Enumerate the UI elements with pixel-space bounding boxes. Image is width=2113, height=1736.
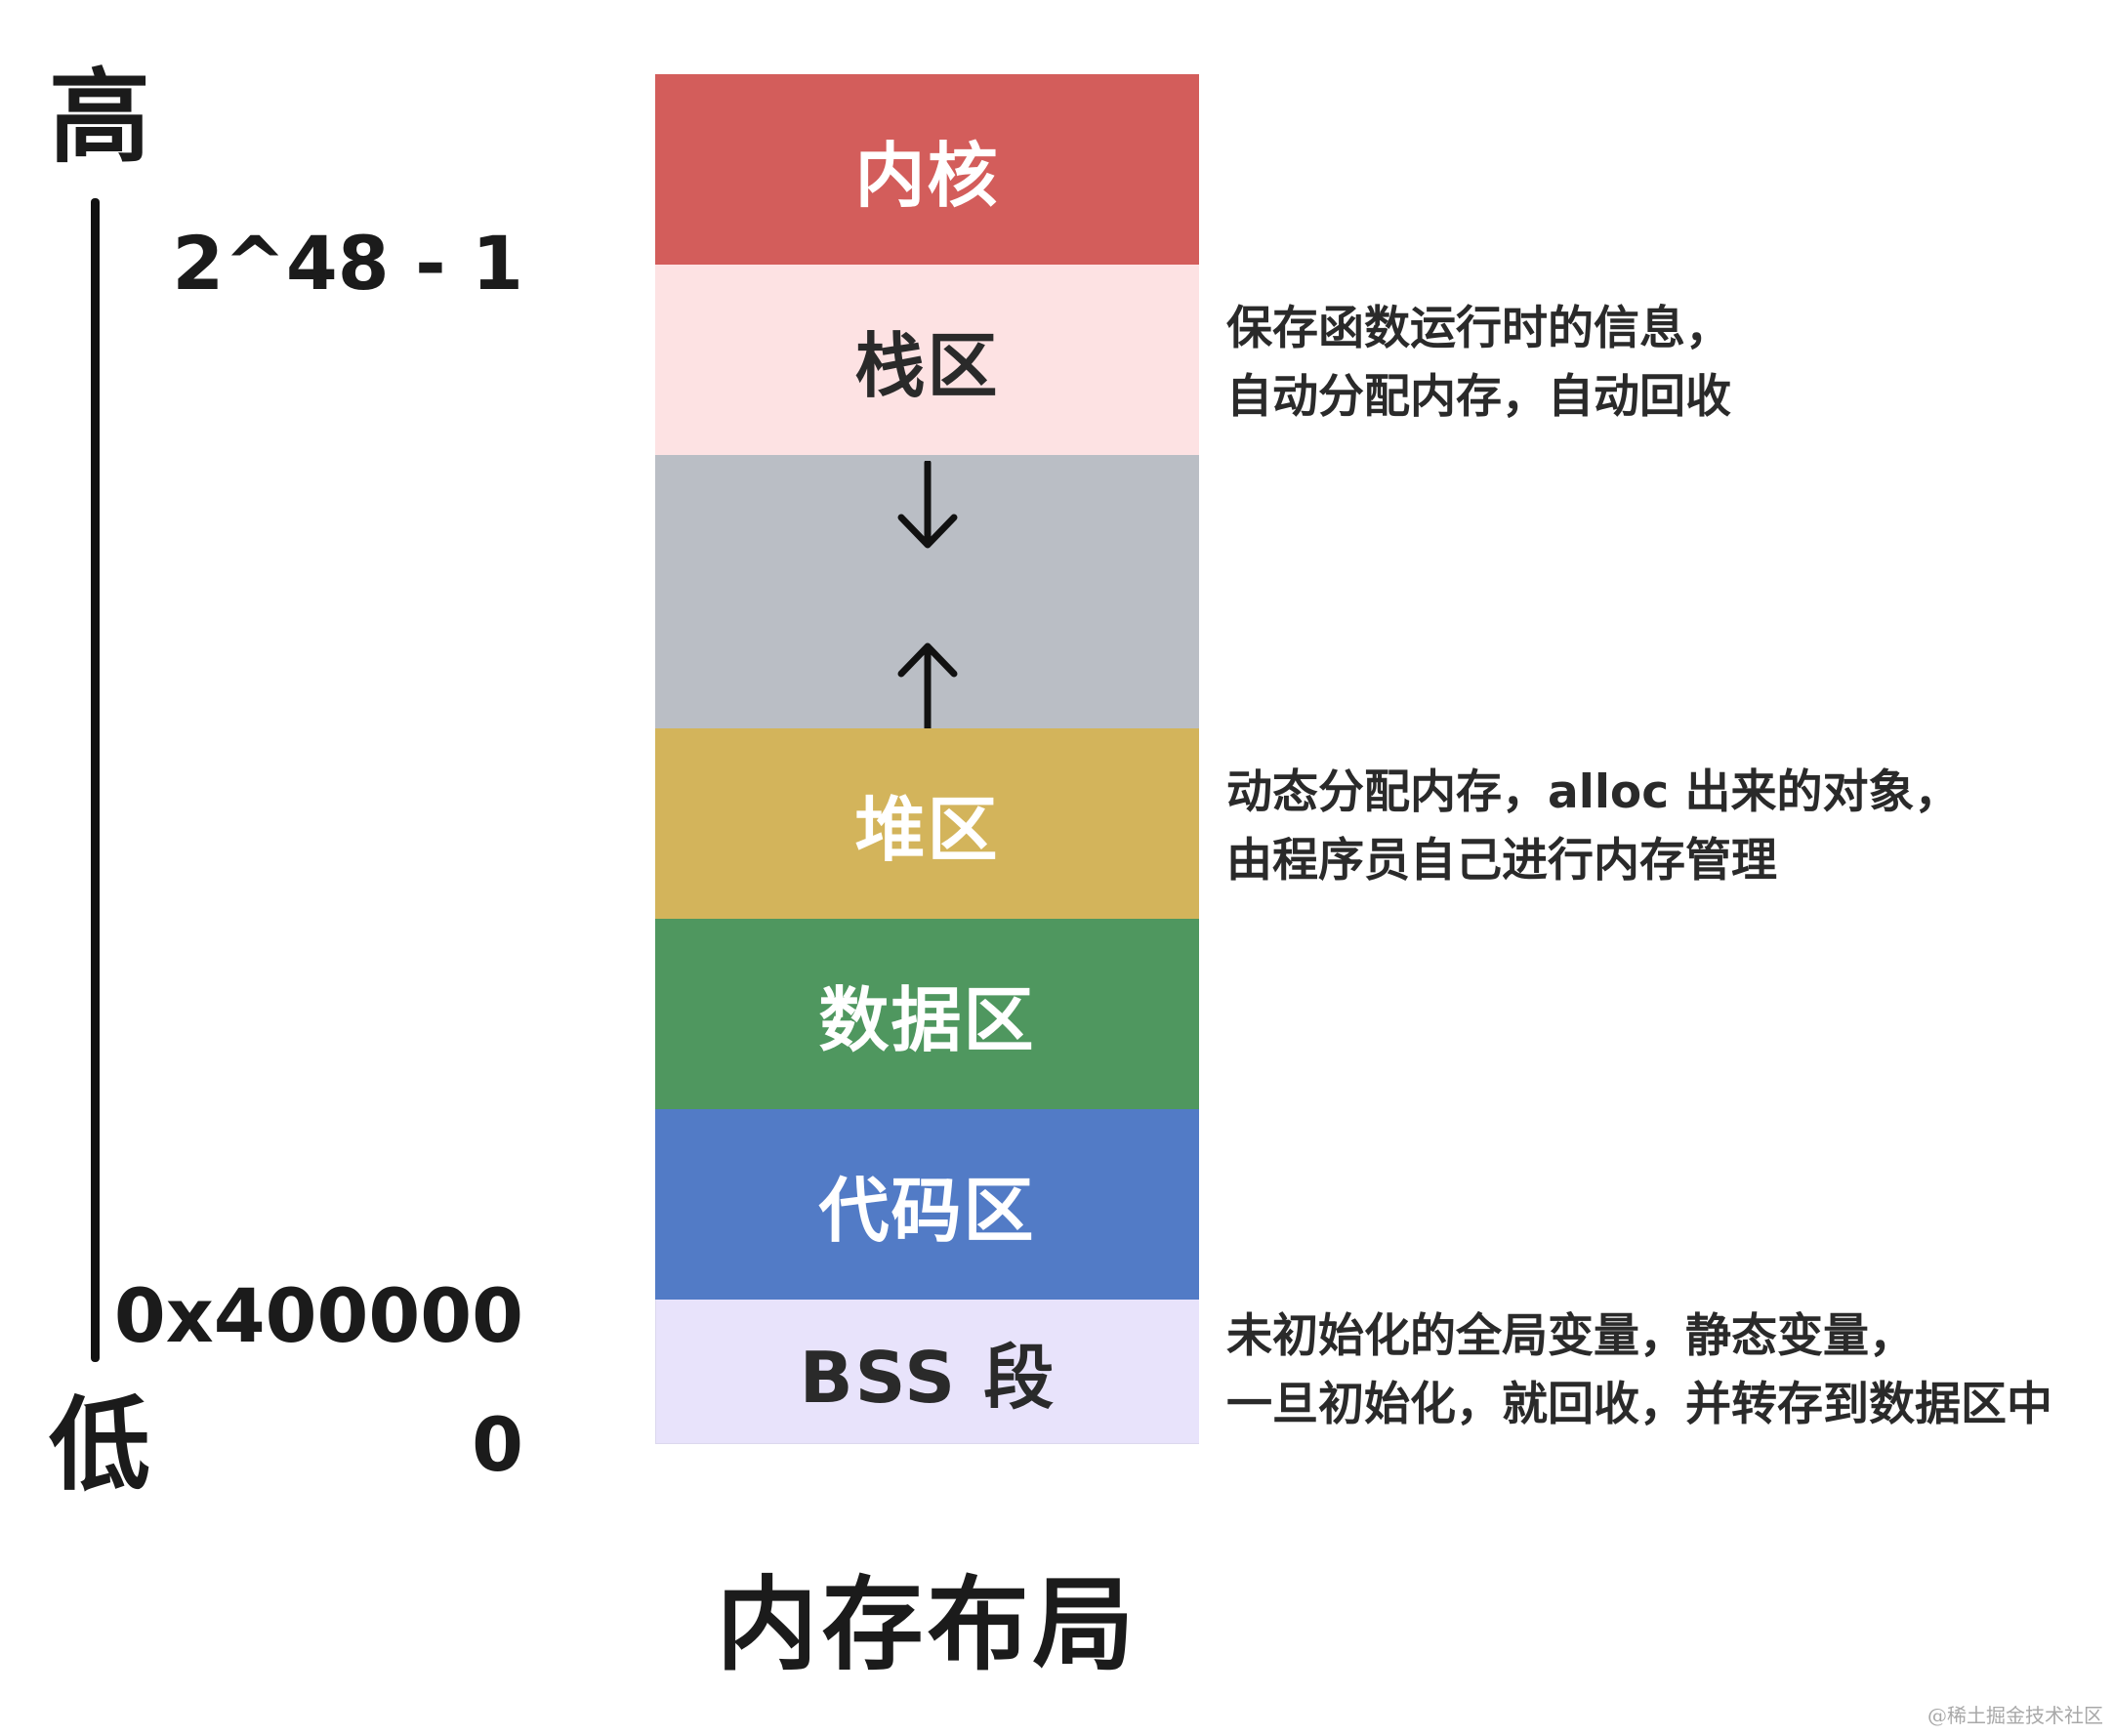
bss-note-line-2: 一旦初始化，就回收，并转存到数据区中: [1226, 1378, 2052, 1431]
watermark: @稀土掘金技术社区: [1927, 1704, 2103, 1727]
segment-stack-label: 栈区: [854, 325, 1000, 407]
segment-heap-label: 堆区: [854, 789, 1000, 871]
memory-layout-column: 内核 栈区 堆区 数据区 代码区 BSS 段: [655, 74, 1199, 1444]
segment-stack: 栈区: [655, 265, 1199, 455]
bss-note-line-1: 未初始化的全局变量，静态变量，: [1226, 1309, 1915, 1363]
stack-note: 保存函数运行时的信息， 自动分配内存，自动回收: [1226, 295, 1731, 432]
axis-high-label: 高: [49, 58, 151, 177]
address-code-start-label: 0x400000: [113, 1272, 523, 1359]
segment-heap: 堆区: [655, 728, 1199, 919]
bss-note: 未初始化的全局变量，静态变量， 一旦初始化，就回收，并转存到数据区中: [1226, 1302, 2052, 1439]
axis-line: [91, 198, 100, 1362]
address-top-label: 2^48 - 1: [172, 220, 523, 307]
segment-code: 代码区: [655, 1109, 1199, 1300]
segment-bss: BSS 段: [655, 1300, 1199, 1444]
segment-code-label: 代码区: [818, 1170, 1036, 1252]
heap-note-line-1: 动态分配内存，alloc 出来的对象，: [1226, 765, 1961, 819]
diagram-title: 内存布局: [716, 1565, 1139, 1684]
stack-note-line-1: 保存函数运行时的信息，: [1226, 302, 1731, 355]
heap-note: 动态分配内存，alloc 出来的对象， 由程序员自己进行内存管理: [1226, 759, 1960, 895]
heap-note-line-2: 由程序员自己进行内存管理: [1226, 834, 1777, 888]
arrow-down-icon: [897, 461, 957, 549]
arrow-up-icon: [897, 642, 957, 728]
segment-free-space: [655, 455, 1199, 728]
segment-bss-label: BSS 段: [799, 1337, 1056, 1419]
address-zero-label: 0: [472, 1401, 523, 1488]
segment-data-label: 数据区: [818, 979, 1036, 1061]
segment-kernel: 内核: [655, 74, 1199, 265]
stack-note-line-2: 自动分配内存，自动回收: [1226, 370, 1731, 424]
axis-low-label: 低: [49, 1385, 151, 1505]
segment-kernel-label: 内核: [854, 135, 1000, 217]
segment-data: 数据区: [655, 919, 1199, 1109]
